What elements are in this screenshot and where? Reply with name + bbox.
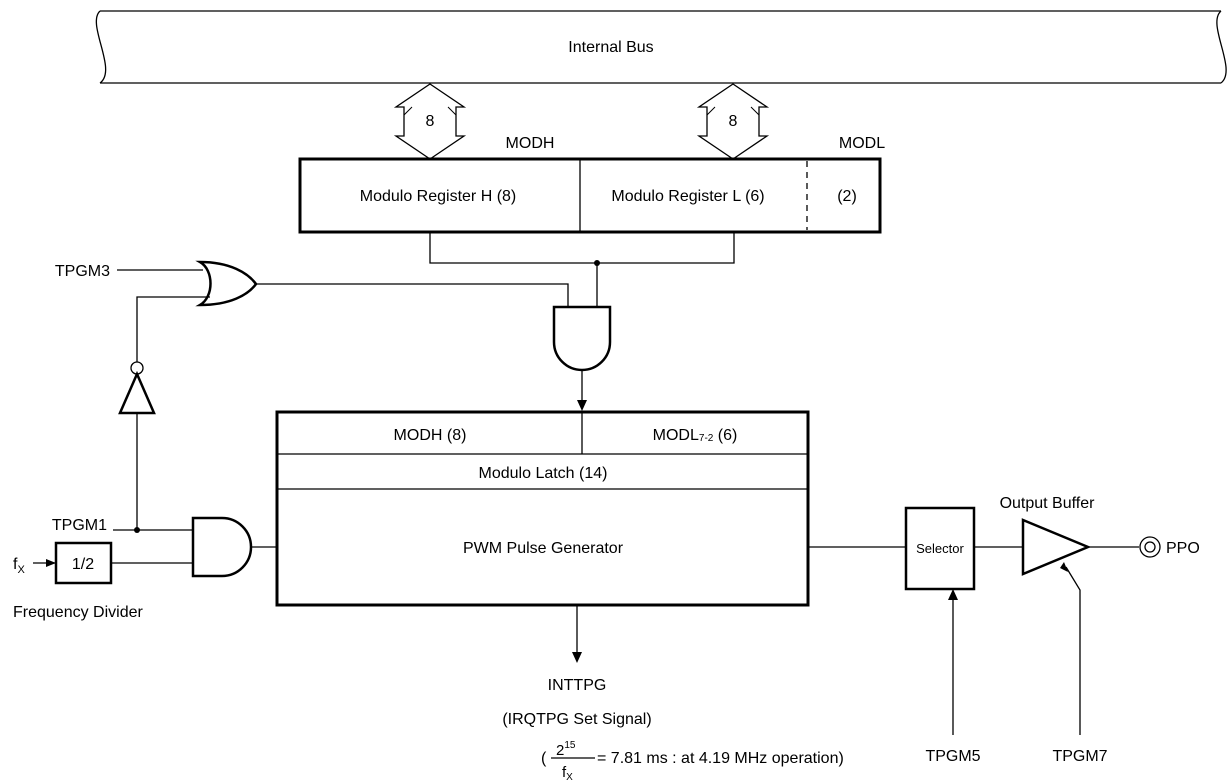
interrupt-info: INTTPG (IRQTPG Set Signal) ( 215 fX = 7.…: [502, 677, 843, 783]
inverter: [118, 296, 210, 530]
formula-open-paren: (: [541, 750, 547, 767]
modulo-register-high: Modulo Register H (8): [360, 188, 517, 205]
latch-low-label: MODL7-2 (6): [653, 427, 738, 444]
internal-bus-label: Internal Bus: [568, 39, 653, 56]
tpgm3-label: TPGM3: [55, 263, 110, 280]
bus-arrow-right: 8: [696, 83, 770, 160]
modulo-register-low: Modulo Register L (6): [611, 188, 764, 205]
irqtpg-description: (IRQTPG Set Signal): [502, 711, 651, 728]
bus-arrow-left: 8: [393, 83, 467, 160]
divider-ratio: 1/2: [72, 556, 94, 573]
latch-high-label: MODH (8): [394, 427, 467, 444]
or-gate: [117, 260, 258, 307]
formula-timing: = 7.81 ms : at 4.19 MHz operation): [597, 750, 844, 767]
tpgm5-label: TPGM5: [925, 748, 980, 765]
bus-width-right: 8: [729, 113, 738, 130]
tpgm7-label: TPGM7: [1052, 748, 1107, 765]
selector-label: Selector: [916, 541, 964, 556]
ppo-label: PPO: [1166, 540, 1200, 557]
frequency-divider-caption: Frequency Divider: [13, 604, 144, 621]
pwm-generator-title: PWM Pulse Generator: [463, 540, 624, 557]
internal-bus: Internal Bus: [95, 10, 1227, 84]
inttpg-label: INTTPG: [548, 677, 607, 694]
frequency-divider: 1/2: [54, 541, 113, 585]
modl-tag: MODL: [839, 135, 885, 152]
output-buffer-label: Output Buffer: [1000, 495, 1096, 512]
fx-input-label: fX: [13, 556, 25, 576]
modh-tag: MODH: [506, 135, 555, 152]
formula-denominator: fX: [562, 764, 573, 783]
and-gate-bottom: [191, 516, 253, 578]
ppo-pin: [1139, 536, 1161, 558]
modulo-latch-label: Modulo Latch (14): [479, 465, 608, 482]
bus-width-left: 8: [426, 113, 435, 130]
formula-numerator: 215: [556, 740, 576, 759]
tpgm1-label: TPGM1: [52, 517, 107, 534]
modulo-register: MODH MODL Modulo Register H (8) Modulo R…: [298, 135, 885, 234]
output-buffer: [1021, 518, 1092, 576]
selector: Selector: [904, 506, 976, 591]
modulo-register-extra: (2): [837, 188, 857, 205]
and-gate-top: [552, 305, 612, 372]
pwm-pulse-generator: MODH (8) MODL7-2 (6) Modulo Latch (14) P…: [275, 410, 810, 607]
